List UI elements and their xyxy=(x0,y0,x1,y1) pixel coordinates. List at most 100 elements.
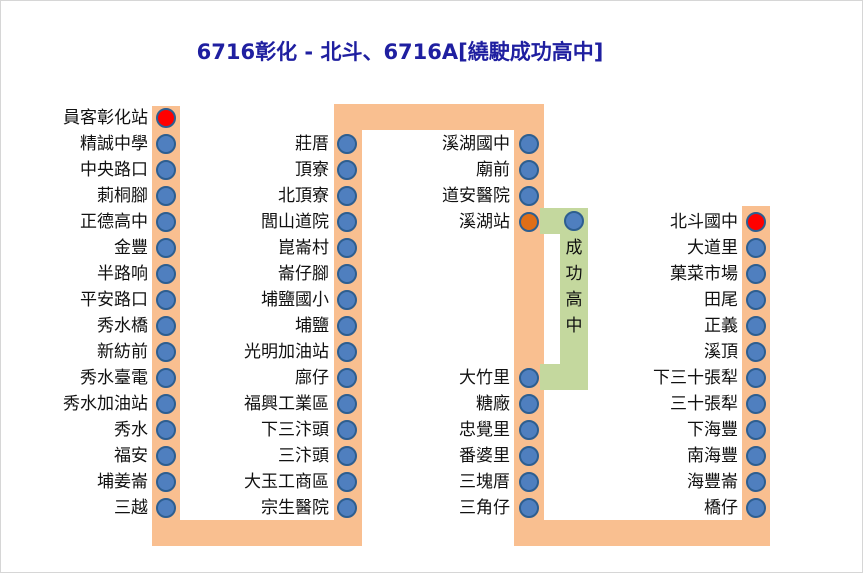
stop-marker xyxy=(519,368,539,388)
stop-marker xyxy=(337,238,357,258)
stop-label: 光明加油站 xyxy=(244,342,329,362)
stop-label: 糖廠 xyxy=(476,394,510,414)
stop-label: 下海豐 xyxy=(687,420,738,440)
stop-marker xyxy=(746,394,766,414)
stop-marker xyxy=(337,316,357,336)
branch-label-char: 中 xyxy=(565,316,583,336)
stop-marker xyxy=(746,420,766,440)
stop-label: 三汴頭 xyxy=(278,446,329,466)
stop-label: 忠覺里 xyxy=(459,420,510,440)
branch-label-char: 功 xyxy=(565,264,583,284)
stop-marker xyxy=(156,212,176,232)
stop-marker xyxy=(337,394,357,414)
route-bottom-connector-2 xyxy=(514,520,770,546)
stop-label: 頂寮 xyxy=(295,160,329,180)
stop-marker xyxy=(519,186,539,206)
stop-label: 福安 xyxy=(114,446,148,466)
stop-label: 溪頂 xyxy=(704,342,738,362)
stop-label: 新紡前 xyxy=(97,342,148,362)
page-title: 6716彰化 - 北斗、6716A[繞駛成功高中] xyxy=(196,40,604,64)
stop-label: 道安醫院 xyxy=(442,186,510,206)
route-bottom-connector-1 xyxy=(152,520,362,546)
stop-label: 埔鹽 xyxy=(295,316,329,336)
stop-label: 大竹里 xyxy=(459,368,510,388)
stop-marker xyxy=(156,472,176,492)
stop-marker xyxy=(746,264,766,284)
stop-marker xyxy=(337,264,357,284)
stop-marker xyxy=(156,394,176,414)
stop-label: 秀水 xyxy=(114,420,148,440)
stop-label: 北頂寮 xyxy=(278,186,329,206)
stop-marker xyxy=(746,498,766,518)
stop-marker xyxy=(519,394,539,414)
stop-marker xyxy=(746,342,766,362)
stop-label: 莊厝 xyxy=(295,134,329,154)
stop-label: 員客彰化站 xyxy=(63,108,148,128)
stop-marker xyxy=(337,186,357,206)
stop-label: 莿桐腳 xyxy=(97,186,148,206)
stop-label: 溪湖國中 xyxy=(442,134,510,154)
stop-label: 南海豐 xyxy=(687,446,738,466)
stop-label: 崙仔腳 xyxy=(278,264,329,284)
stop-marker xyxy=(519,420,539,440)
stop-marker xyxy=(156,446,176,466)
stop-label: 秀水臺電 xyxy=(80,368,148,388)
stop-marker xyxy=(156,134,176,154)
stop-label: 三角仔 xyxy=(459,498,510,518)
stop-marker xyxy=(337,212,357,232)
stop-marker xyxy=(746,238,766,258)
stop-label: 北斗國中 xyxy=(670,212,738,232)
stop-marker xyxy=(519,160,539,180)
stop-label: 菓菜市場 xyxy=(670,264,738,284)
stop-label: 中央路口 xyxy=(80,160,148,180)
stop-label: 正義 xyxy=(704,316,738,336)
stop-label: 廟前 xyxy=(476,160,510,180)
stop-label: 福興工業區 xyxy=(244,394,329,414)
stop-marker xyxy=(746,368,766,388)
stop-label: 田尾 xyxy=(704,290,738,310)
stop-marker xyxy=(337,498,357,518)
stop-marker xyxy=(156,160,176,180)
stop-marker xyxy=(746,290,766,310)
stop-label: 下三十張犁 xyxy=(653,368,738,388)
stop-marker xyxy=(337,472,357,492)
stop-label: 三越 xyxy=(114,498,148,518)
stop-marker xyxy=(156,498,176,518)
stop-label: 金豐 xyxy=(114,238,148,258)
stop-marker xyxy=(156,264,176,284)
stop-marker xyxy=(156,316,176,336)
stop-marker xyxy=(156,108,176,128)
branch-label-char: 成 xyxy=(565,238,583,258)
stop-label: 三十張犁 xyxy=(670,394,738,414)
stop-marker xyxy=(746,446,766,466)
route-top-connector xyxy=(334,104,544,130)
stop-marker xyxy=(337,290,357,310)
stop-label: 平安路口 xyxy=(80,290,148,310)
stop-marker xyxy=(519,472,539,492)
stop-marker xyxy=(337,368,357,388)
stop-label: 大玉工商區 xyxy=(244,472,329,492)
stop-label: 精誠中學 xyxy=(80,134,148,154)
stop-marker xyxy=(337,342,357,362)
stop-marker xyxy=(156,420,176,440)
stop-label: 廍仔 xyxy=(295,368,329,388)
stop-marker xyxy=(519,134,539,154)
stop-marker xyxy=(746,316,766,336)
stop-label: 閭山道院 xyxy=(261,212,329,232)
stop-marker xyxy=(156,186,176,206)
stop-marker xyxy=(746,212,766,232)
stop-label: 橋仔 xyxy=(704,498,738,518)
stop-marker xyxy=(337,160,357,180)
stop-label: 半路响 xyxy=(97,264,148,284)
stop-label: 宗生醫院 xyxy=(261,498,329,518)
branch-line xyxy=(560,208,588,390)
stop-marker xyxy=(337,420,357,440)
stop-marker xyxy=(519,446,539,466)
stop-marker xyxy=(337,446,357,466)
stop-label: 秀水加油站 xyxy=(63,394,148,414)
stop-label: 埔鹽國小 xyxy=(261,290,329,310)
stop-label: 大道里 xyxy=(687,238,738,258)
branch-label-char: 高 xyxy=(565,290,583,310)
stop-marker xyxy=(337,134,357,154)
stop-marker xyxy=(156,342,176,362)
